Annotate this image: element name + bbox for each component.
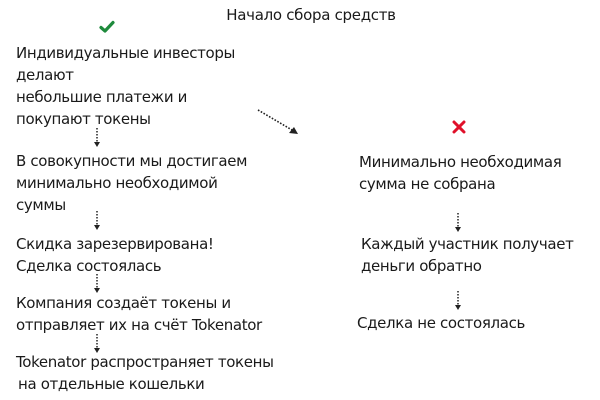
- failure-step-1: Минимально необходимая сумма не собрана: [359, 151, 562, 195]
- step-text: покупают токены: [16, 110, 151, 128]
- failure-step-2: Каждый участник получает деньги обратно: [361, 233, 574, 277]
- step-text: Индивидуальные инвесторы: [16, 44, 236, 62]
- step-text: Каждый участник получает: [361, 235, 574, 253]
- step-text: небольшие платежи и: [16, 88, 188, 106]
- step-text: минимально необходимой: [16, 174, 218, 192]
- step-text: деньги обратно: [361, 257, 482, 275]
- success-step-2: В совокупности мы достигаем минимально н…: [16, 150, 247, 216]
- success-step-5: Tokenator распространяет токены на отдел…: [16, 351, 274, 395]
- dotted-arrow-down: [93, 211, 101, 231]
- dotted-arrow-down: [454, 213, 462, 233]
- check-icon: [99, 20, 115, 34]
- step-text: Tokenator распространяет токены: [16, 353, 274, 371]
- dotted-arrow-down: [93, 274, 101, 294]
- step-text: делают: [16, 66, 74, 84]
- diagram-title: Начало сбора средств: [0, 6, 600, 24]
- diagram-title-text: Начало сбора средств: [226, 6, 396, 24]
- step-text: Сделка состоялась: [16, 257, 162, 275]
- dotted-arrow-diagonal: [257, 109, 302, 138]
- step-text: суммы: [16, 196, 66, 214]
- success-step-1: Индивидуальные инвесторы делают небольши…: [16, 42, 235, 130]
- cross-icon: [452, 120, 466, 134]
- success-step-3: Скидка зарезервирована! Сделка состоялас…: [16, 233, 214, 277]
- step-text: Минимально необходимая: [359, 153, 562, 171]
- step-text: сумма не собрана: [359, 175, 496, 193]
- step-text: Скидка зарезервирована!: [16, 235, 214, 253]
- dotted-arrow-down: [93, 128, 101, 148]
- failure-step-3: Сделка не состоялась: [357, 312, 525, 334]
- step-text: отправляет их на счёт Tokenator: [16, 316, 262, 334]
- dotted-arrow-down: [93, 334, 101, 354]
- step-text: Компания создаёт токены и: [16, 294, 231, 312]
- step-text: В совокупности мы достигаем: [16, 152, 248, 170]
- step-text: Сделка не состоялась: [357, 314, 525, 332]
- success-step-4: Компания создаёт токены и отправляет их …: [16, 292, 262, 336]
- dotted-arrow-down: [454, 291, 462, 311]
- step-text: на отдельные кошельки: [18, 375, 205, 393]
